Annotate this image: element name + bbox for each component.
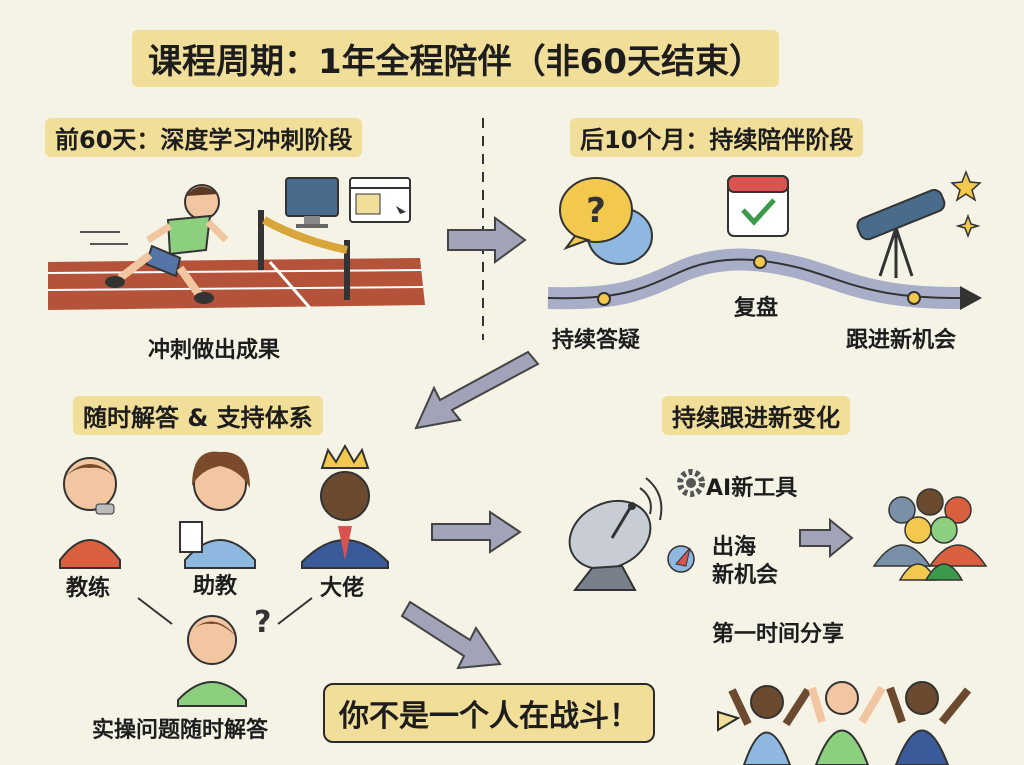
- role-coach-label: 教练: [66, 576, 111, 601]
- milestone-label: 持续答疑: [552, 328, 641, 353]
- milestone-label: 复盘: [734, 296, 779, 321]
- telescope-icon: [856, 188, 946, 278]
- phase2-heading: 后10个月：持续陪伴阶段: [570, 118, 864, 157]
- phase1-caption: 冲刺做出成果: [148, 338, 281, 363]
- star-icon: [950, 169, 982, 239]
- overseas-label-line2: 新机会: [712, 563, 779, 588]
- ai-tools-label: AI新工具: [706, 476, 798, 501]
- expert-figure: [301, 443, 389, 569]
- browser-window-icon: [349, 177, 411, 223]
- arrow-down-left: [414, 350, 540, 430]
- crown-icon: [320, 443, 370, 469]
- student-figure: ?: [177, 605, 271, 707]
- arrow-right-top: [447, 216, 527, 264]
- question-speech-bubble-icon: ?: [559, 177, 653, 265]
- connector-line: [137, 597, 173, 625]
- gear-icon: [677, 469, 705, 497]
- overseas-label: 出海 新机会: [712, 534, 778, 590]
- arrow-down-right: [400, 600, 502, 670]
- support-heading: 随时解答 & 支持体系: [73, 396, 323, 435]
- page-title: 课程周期：1年全程陪伴（非60天结束）: [132, 30, 779, 87]
- slogan-banner: 你不是一个人在战斗！: [323, 683, 655, 743]
- support-caption: 实操问题随时解答: [92, 718, 269, 743]
- role-expert-label: 大佬: [320, 576, 365, 601]
- role-assistant-label: 助教: [193, 574, 238, 599]
- journey-road: [547, 248, 982, 310]
- slogan-pointer: [717, 710, 741, 732]
- rocket-icon: [667, 545, 695, 573]
- svg-text:?: ?: [586, 191, 606, 231]
- cheering-people-icon: [728, 681, 972, 765]
- changes-heading: 持续跟进新变化: [662, 396, 850, 435]
- satellite-dish-icon: [568, 477, 663, 591]
- overseas-label-line1: 出海: [712, 535, 757, 560]
- arrow-right-middle: [431, 510, 522, 554]
- running-track: [47, 258, 425, 310]
- changes-caption: 第一时间分享: [712, 622, 845, 647]
- phase1-heading: 前60天：深度学习冲刺阶段: [45, 118, 363, 157]
- computer-monitor-icon: [285, 177, 339, 228]
- question-mark-icon: ?: [254, 605, 271, 640]
- assistant-figure: [179, 451, 256, 569]
- finish-line: [258, 210, 350, 300]
- runner-figure: [80, 184, 229, 304]
- calendar-check-icon: [727, 175, 789, 237]
- people-group-icon: [872, 488, 988, 581]
- arrow-right-small: [799, 517, 854, 559]
- connector-line: [277, 597, 313, 625]
- coach-figure: [59, 457, 121, 569]
- milestone-label: 跟进新机会: [846, 328, 957, 353]
